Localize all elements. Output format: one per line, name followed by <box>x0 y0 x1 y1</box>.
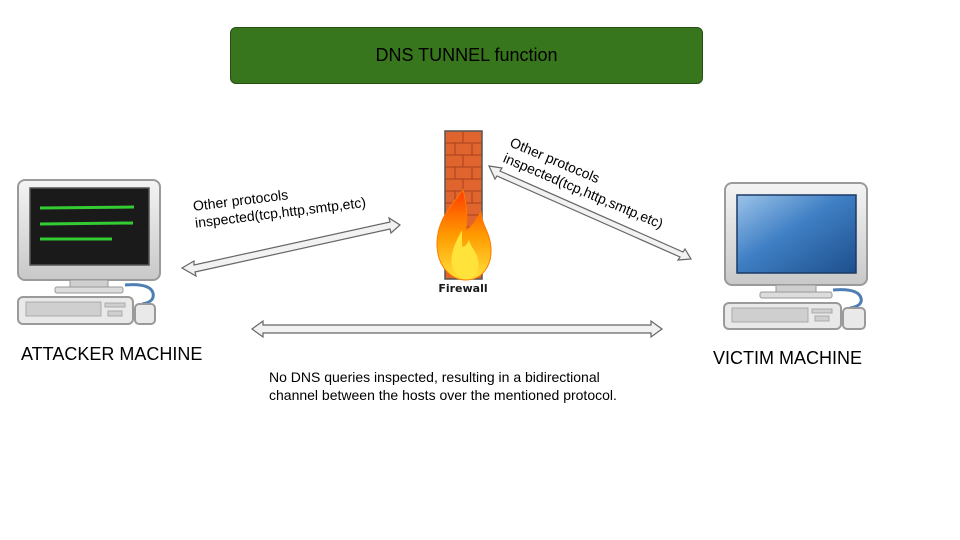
desktop-computer-icon <box>723 182 868 330</box>
dns-note-line1: No DNS queries inspected, resulting in a… <box>269 369 600 385</box>
dns-note-line2: channel between the hosts over the menti… <box>269 387 617 403</box>
diagram-title: DNS TUNNEL function <box>230 27 703 84</box>
arrow-attacker-firewall <box>180 216 401 278</box>
attacker-machine-label: ATTACKER MACHINE <box>21 344 203 364</box>
terminal-computer-icon <box>17 179 161 325</box>
firewall-label: Firewall <box>438 282 487 295</box>
victim-machine-label: VICTIM MACHINE <box>713 348 863 368</box>
arrow-attacker-victim-dns <box>250 319 664 339</box>
firewall-icon <box>436 130 492 281</box>
arrow-firewall-victim <box>487 165 693 261</box>
dns-note: No DNS queries inspected, resulting in a… <box>269 368 617 404</box>
